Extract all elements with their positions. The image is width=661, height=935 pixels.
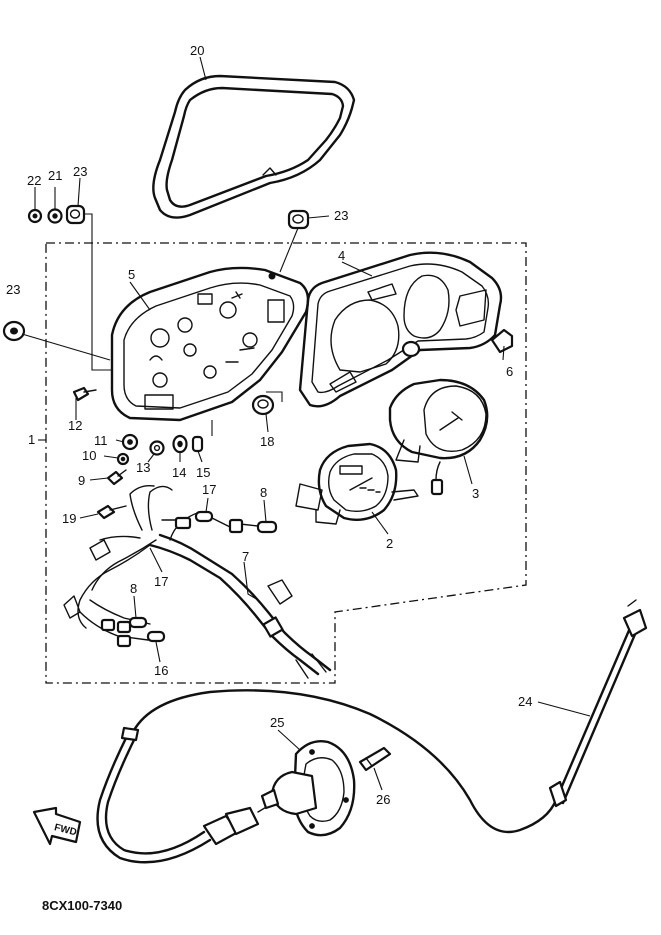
bulb-part-16[interactable]	[146, 630, 166, 643]
grommet-part-18[interactable]	[251, 394, 275, 416]
callout-20[interactable]: 20	[190, 43, 204, 58]
callout-21[interactable]: 21	[48, 168, 62, 183]
speedometer-gear-part-25[interactable]	[260, 740, 356, 837]
callout-1[interactable]: 1	[28, 432, 35, 447]
washer-part-10[interactable]	[116, 452, 130, 466]
speedometer-cable-lower[interactable]	[96, 726, 269, 864]
callout-12[interactable]: 12	[68, 418, 82, 433]
bulb-part-17-upper[interactable]	[194, 510, 214, 523]
callout-labels: 20 22 21 23 23 23 5 4 6 1 12 11 10 9 13 …	[6, 43, 532, 807]
collar-part-15[interactable]	[191, 435, 204, 453]
grommet-part-23-top-center[interactable]	[287, 209, 310, 230]
screw-part-9[interactable]	[106, 469, 127, 486]
callout-10[interactable]: 10	[82, 448, 96, 463]
callout-5[interactable]: 5	[128, 267, 135, 282]
callout-14[interactable]: 14	[172, 465, 186, 480]
callout-25[interactable]: 25	[270, 715, 284, 730]
callout-24[interactable]: 24	[518, 694, 532, 709]
meter-gasket[interactable]	[152, 74, 356, 219]
callout-16[interactable]: 16	[154, 663, 168, 678]
callout-15[interactable]: 15	[196, 465, 210, 480]
bulb-part-8-upper[interactable]	[228, 518, 278, 534]
gauge-assembly-part-3[interactable]	[388, 378, 489, 496]
callout-18[interactable]: 18	[260, 434, 274, 449]
drawing-code: 8CX100-7340	[42, 898, 122, 913]
callout-17-upper[interactable]: 17	[202, 482, 216, 497]
callout-2[interactable]: 2	[386, 536, 393, 551]
callout-6[interactable]: 6	[506, 364, 513, 379]
callout-7[interactable]: 7	[242, 549, 249, 564]
speedometer-part-2[interactable]	[295, 442, 419, 525]
callout-19[interactable]: 19	[62, 511, 76, 526]
screw-part-12[interactable]	[72, 386, 97, 402]
washer-part-21[interactable]	[47, 208, 63, 224]
callout-9[interactable]: 9	[78, 473, 85, 488]
callout-11[interactable]: 11	[94, 433, 108, 448]
grommet-part-23-top-left[interactable]	[65, 204, 86, 225]
callout-26[interactable]: 26	[376, 792, 390, 807]
callout-13[interactable]: 13	[136, 460, 150, 475]
leader-lines	[21, 56, 591, 791]
callout-8-upper[interactable]: 8	[260, 485, 267, 500]
assembly-boundary	[45, 242, 527, 684]
socket-cluster	[100, 516, 192, 648]
speedometer-cable-part-24[interactable]	[131, 599, 648, 834]
callout-17-lower[interactable]: 17	[154, 574, 168, 589]
grommet-part-14[interactable]	[172, 434, 188, 454]
meter-case[interactable]	[110, 266, 310, 422]
callout-4[interactable]: 4	[338, 248, 345, 263]
nut-part-11[interactable]	[121, 433, 139, 451]
callout-23-top-center[interactable]: 23	[334, 208, 348, 223]
nut-part-22[interactable]	[27, 208, 43, 224]
meter-cover[interactable]	[298, 251, 503, 408]
screw-part-19[interactable]	[96, 504, 127, 520]
callout-3[interactable]: 3	[472, 486, 479, 501]
callout-23-top-left[interactable]: 23	[73, 164, 87, 179]
bulb-part-8-lower[interactable]	[128, 616, 148, 629]
forward-label: FWD	[53, 822, 78, 838]
callout-23-left[interactable]: 23	[6, 282, 20, 297]
bolt-part-6[interactable]	[490, 328, 514, 354]
callout-22[interactable]: 22	[27, 173, 41, 188]
drive-pin-part-26[interactable]	[358, 746, 392, 772]
grommet-part-23-left[interactable]	[2, 320, 26, 342]
forward-direction-arrow: FWD	[32, 806, 82, 846]
callout-8-lower[interactable]: 8	[130, 581, 137, 596]
washer-part-13[interactable]	[149, 440, 165, 456]
